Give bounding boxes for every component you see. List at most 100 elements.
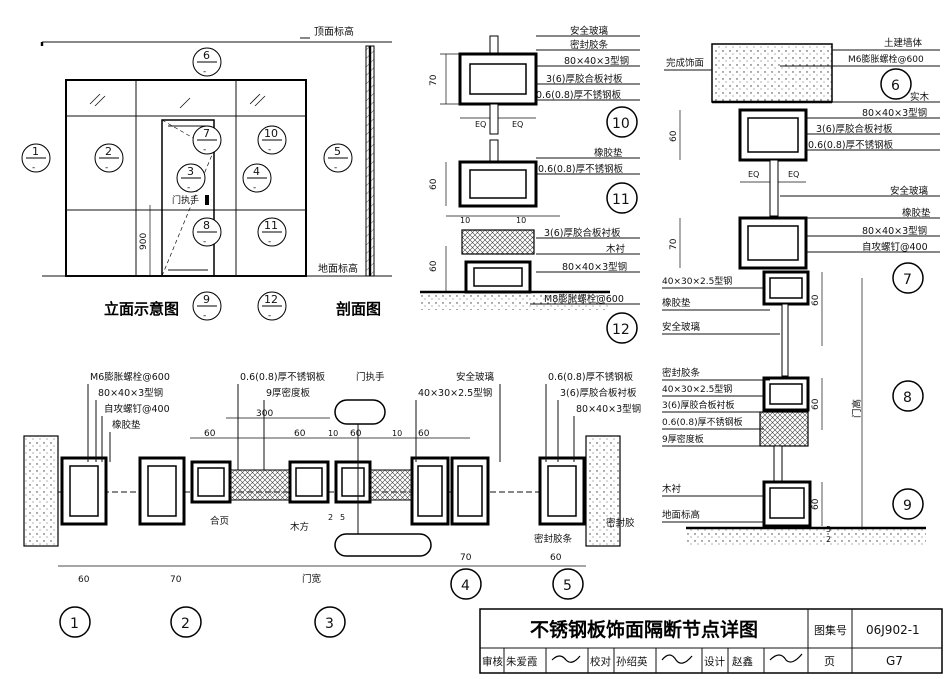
svg-text:10: 10 [612,116,630,132]
svg-text:60: 60 [204,429,216,439]
svg-text:门宽: 门宽 [302,573,322,585]
svg-text:3(6)厚胶合板衬板: 3(6)厚胶合板衬板 [560,387,637,399]
svg-text:80×40×3型钢: 80×40×3型钢 [98,387,163,399]
svg-text:安全玻璃: 安全玻璃 [570,25,608,37]
svg-text:9厚密度板: 9厚密度板 [266,387,311,399]
marker-12: 12 - [257,291,287,321]
right-wall [585,435,621,547]
svg-text:合页: 合页 [210,515,229,527]
svg-text:60: 60 [811,498,821,510]
marker-1: 1- [21,143,51,173]
handle-top [334,399,386,425]
marker-3: 3- [176,163,206,193]
svg-text:8: 8 [903,390,912,406]
svg-text:12: 12 [264,293,278,306]
svg-text:0.6(0.8)厚不锈钢板: 0.6(0.8)厚不锈钢板 [538,163,624,175]
svg-text:7: 7 [903,272,912,288]
marker-plan-1: 1 [59,606,91,638]
svg-text:10: 10 [460,216,470,225]
svg-text:M6膨胀螺栓@600: M6膨胀螺栓@600 [848,53,924,65]
svg-text:朱爱霞: 朱爱霞 [506,655,538,668]
svg-text:-: - [334,163,337,173]
svg-text:EQ: EQ [475,120,486,129]
svg-text:-: - [203,237,206,247]
svg-text:橡胶垫: 橡胶垫 [112,419,141,431]
svg-text:EQ: EQ [788,170,799,179]
height-dim: 900 [139,233,149,250]
svg-text:0.6(0.8)厚不锈钢板: 0.6(0.8)厚不锈钢板 [808,139,894,151]
svg-text:安全玻璃: 安全玻璃 [662,321,700,333]
svg-text:-: - [268,311,271,321]
svg-text:2: 2 [328,513,333,522]
svg-text:G7: G7 [886,654,903,668]
svg-text:60: 60 [350,429,362,439]
door-handle-mark [205,195,209,205]
svg-text:3(6)厚胶合板衬板: 3(6)厚胶合板衬板 [544,227,621,239]
svg-text:图集号: 图集号 [814,623,847,637]
svg-text:80×40×3型钢: 80×40×3型钢 [862,107,927,119]
marker-9-detail: 9 [892,488,924,520]
marker-7: 7- [192,125,222,155]
svg-text:60: 60 [811,398,821,410]
floor-label: 地面标高 [318,262,358,275]
svg-text:80×40×3型钢: 80×40×3型钢 [576,403,641,415]
svg-text:密封胶条: 密封胶条 [570,39,609,51]
svg-text:60: 60 [669,130,679,142]
svg-text:11: 11 [264,219,278,232]
signature-designer [769,653,803,663]
svg-text:-: - [105,163,108,173]
marker-plan-2: 2 [170,606,202,638]
plan-detail: M6膨胀螺栓@600 80×40×3型钢 自攻螺钉@400 橡胶垫 0.6(0.… [23,371,641,638]
handle-bottom [334,533,432,557]
marker-6-detail: 6 [880,68,912,100]
svg-text:3(6)厚胶合板衬板: 3(6)厚胶合板衬板 [816,123,893,135]
svg-text:安全玻璃: 安全玻璃 [890,185,928,197]
marker-8-detail: 8 [892,380,924,412]
svg-text:审核: 审核 [482,655,503,668]
svg-text:木方: 木方 [290,521,309,533]
right-section: 土建墙体 M6膨胀螺栓@600 完成饰面 6 实木 80×40×3型钢 3(6)… [662,37,940,546]
svg-text:9厚密度板: 9厚密度板 [662,433,704,445]
marker-4: 4- [242,163,272,193]
svg-text:60: 60 [78,575,90,585]
marker-plan-3: 3 [314,606,346,638]
svg-text:木衬: 木衬 [606,243,626,255]
svg-text:-: - [268,145,271,155]
svg-text:1: 1 [32,145,39,158]
svg-text:10: 10 [264,127,278,140]
svg-text:80×40×3型钢: 80×40×3型钢 [862,225,927,237]
title-block: 不锈钢板饰面隔断节点详图 图集号 06J902-1 页 G7 审核 朱爱霞 校对… [479,608,943,674]
svg-text:60: 60 [418,429,430,439]
svg-text:3: 3 [187,165,194,178]
svg-text:2: 2 [105,145,112,158]
svg-text:3: 3 [325,616,334,632]
svg-text:0.6(0.8)厚不锈钢板: 0.6(0.8)厚不锈钢板 [662,416,743,428]
mid-details: 70 EQ EQ 60 10 10 60 安全玻璃 密封胶条 80×40×3型钢… [420,25,640,344]
svg-text:-: - [187,183,190,193]
svg-text:赵鑫: 赵鑫 [732,655,753,668]
svg-text:9: 9 [903,498,912,514]
svg-text:40×30×2.5型钢: 40×30×2.5型钢 [662,275,732,287]
svg-text:橡胶垫: 橡胶垫 [662,297,691,309]
svg-text:-: - [203,311,206,321]
marker-9: 9- [192,291,222,321]
svg-text:5: 5 [340,513,345,522]
section-caption: 剖面图 [336,300,381,318]
marker-11-detail: 11 [606,182,638,214]
svg-text:5: 5 [563,578,572,594]
svg-text:木衬: 木衬 [662,483,682,495]
marker-2: 2- [94,143,124,173]
left-wall [23,435,59,547]
svg-text:页: 页 [824,655,835,668]
svg-text:6: 6 [891,78,900,94]
svg-text:2: 2 [181,616,190,632]
svg-text:4: 4 [461,578,470,594]
svg-text:0.6(0.8)厚不锈钢板: 0.6(0.8)厚不锈钢板 [536,89,622,101]
svg-text:11: 11 [612,192,630,208]
structural-wall [711,43,833,103]
svg-text:70: 70 [460,553,472,563]
marker-10: 10 - [257,125,287,155]
svg-text:3(6)厚胶合板衬板: 3(6)厚胶合板衬板 [662,399,734,411]
svg-text:自攻螺钉@400: 自攻螺钉@400 [104,403,170,415]
svg-text:实木: 实木 [910,91,930,103]
